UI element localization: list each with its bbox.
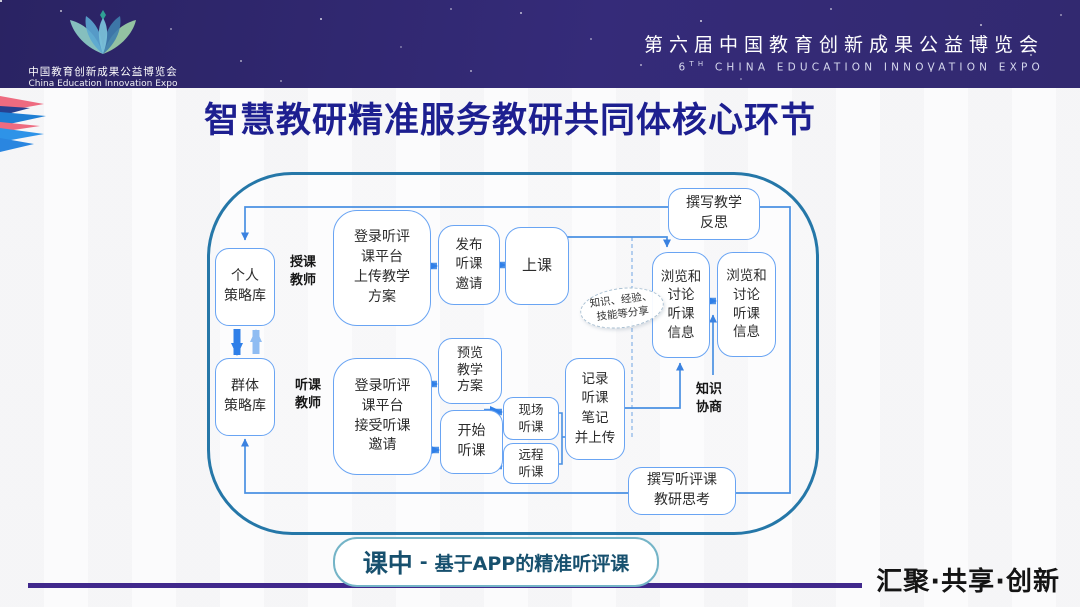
- label-knowledge-negotiation: 知识 协商: [696, 382, 723, 415]
- box-browse-discuss-2: 浏览和 讨论 听课 信息: [717, 252, 776, 357]
- logo-title-zh: 中国教育创新成果公益博览会: [28, 66, 178, 78]
- expo-title-en: 6TH CHINA EDUCATION INNOVATION EXPO: [678, 60, 1044, 74]
- stage-pill-phase: 课中: [362, 549, 413, 578]
- star-speckles: [0, 0, 2, 2]
- box-write-teaching-reflection: 撰写教学 反思: [668, 188, 760, 240]
- box-start-listening: 开始 听课: [440, 410, 503, 474]
- box-attend-class: 上课: [505, 227, 569, 305]
- label-listening-teacher: 听课 教师: [295, 378, 322, 411]
- expo-logo: 中国教育创新成果公益博览会 China Education Innovation…: [28, 8, 178, 89]
- box-publish-invite: 发布 听课 邀请: [438, 225, 500, 305]
- logo-title-en: China Education Innovation Expo: [28, 79, 178, 89]
- box-record-notes-upload: 记录 听课 笔记 并上传: [565, 358, 625, 460]
- expo-title-zh: 第六届中国教育创新成果公益博览会: [643, 34, 1044, 56]
- box-group-strategy: 群体 策略库: [215, 358, 275, 436]
- stage-pill: 课中 - 基于APP的精准听评课: [333, 537, 659, 587]
- box-remote-listening: 远程 听课: [503, 443, 559, 484]
- stage-pill-dash: -: [419, 551, 428, 573]
- stage-pill-desc: 基于APP的精准听评课: [434, 552, 630, 575]
- label-teaching-teacher: 授课 教师: [290, 255, 317, 288]
- box-preview-plan: 预览 教学 方案: [438, 338, 502, 404]
- box-login-accept-invite: 登录听评 课平台 接受听课 邀请: [333, 358, 432, 475]
- ribbon-graphic: [0, 96, 46, 152]
- box-onsite-listening: 现场 听课: [503, 397, 559, 440]
- header-banner: 中国教育创新成果公益博览会 China Education Innovation…: [0, 0, 1080, 89]
- footer-motto: 汇聚·共享·创新: [876, 567, 1060, 597]
- lotus-logo-icon: [70, 10, 136, 54]
- box-login-upload-plan: 登录听评 课平台 上传教学 方案: [333, 210, 431, 326]
- box-write-research-thoughts: 撰写听评课 教研思考: [628, 467, 736, 515]
- page-title: 智慧教研精准服务教研共同体核心环节: [203, 101, 816, 141]
- box-personal-strategy: 个人 策略库: [215, 248, 275, 326]
- expo-title-block: 第六届中国教育创新成果公益博览会 6TH CHINA EDUCATION INN…: [644, 30, 1044, 74]
